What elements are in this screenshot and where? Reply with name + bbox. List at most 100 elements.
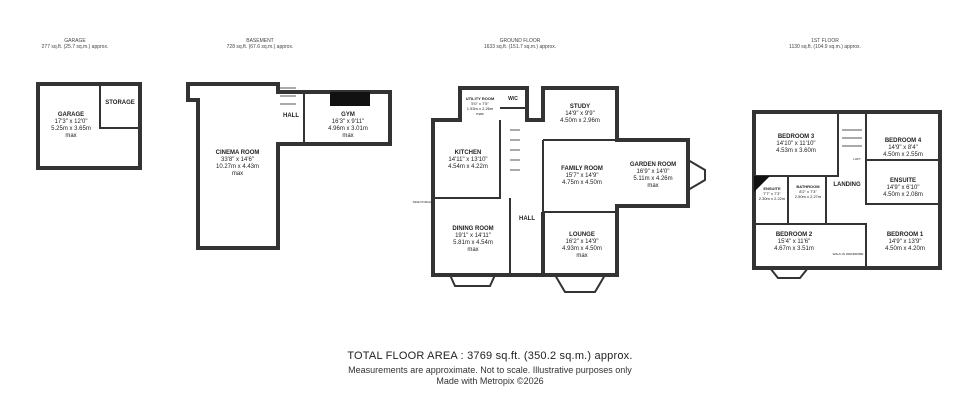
- floor-header-garage: GARAGE 277 sq.ft. (25.7 sq.m.) approx.: [30, 38, 120, 50]
- room-family: FAMILY ROOM 15'7" x 14'9" 4.75m x 4.50m: [552, 166, 612, 187]
- room-basement-hall: HALL: [280, 113, 302, 120]
- room-max: max: [576, 253, 588, 259]
- floor-title: GROUND FLOOR: [499, 38, 541, 44]
- room-max: max: [65, 133, 77, 139]
- garden-bay: [687, 159, 706, 191]
- floor-title: 1ST FLOOR: [811, 38, 839, 44]
- room-imperial: 15'7" x 14'9": [565, 173, 599, 179]
- room-metric: 4.50m x 2.55m: [883, 152, 923, 158]
- room-gym: GYM 16'3" x 9'11" 4.96m x 3.01m max: [320, 112, 376, 140]
- room-name: LANDING: [833, 182, 861, 188]
- room-name: GARDEN ROOM: [629, 162, 677, 168]
- room-bedroom-3: BEDROOM 3 14'10" x 11'10" 4.53m x 3.60m: [760, 134, 832, 155]
- garage-walls: [36, 82, 142, 170]
- room-name: KITCHEN: [454, 150, 482, 156]
- room-metric: 4.50m x 2.08m: [883, 192, 923, 198]
- room-name: BEDROOM 1: [886, 232, 924, 238]
- room-imperial: 16'3" x 9'11": [331, 119, 365, 125]
- room-imperial: 7'7" x 7'3": [763, 191, 781, 196]
- room-name: BEDROOM 2: [775, 232, 813, 238]
- room-imperial: 17'3" x 12'0": [54, 119, 88, 125]
- floor-area: 1633 sq.ft. (151.7 sq.m.) approx.: [483, 44, 557, 50]
- room-max: max: [467, 247, 479, 253]
- room-name: ENSUITE: [763, 186, 781, 191]
- floor-header-ground: GROUND FLOOR 1633 sq.ft. (151.7 sq.m.) a…: [470, 38, 570, 50]
- room-name: HALL: [519, 216, 535, 222]
- room-bathroom: BATHROOM 8'2" x 7'3" 2.50m x 2.27m: [790, 184, 826, 199]
- room-max: max: [231, 171, 244, 177]
- basement-hall-wall: [278, 92, 305, 145]
- ensuite-marker: [754, 176, 770, 192]
- room-metric: 4.53m x 3.60m: [776, 148, 816, 154]
- room-metric: 1.53m x 2.26m: [466, 106, 494, 111]
- room-loft: LOFT: [850, 156, 864, 163]
- dining-bay: [449, 274, 496, 287]
- room-dining: DINING ROOM 19'1" x 14'11" 5.81m x 4.54m…: [440, 226, 506, 254]
- room-garage: GARAGE 17'3" x 12'0" 5.25m x 3.65m max: [46, 112, 96, 140]
- room-name: BEDROOM 3: [777, 134, 815, 140]
- floor-title: BASEMENT: [246, 38, 274, 44]
- room-metric: 4.50m x 4.20m: [885, 246, 925, 252]
- room-name: DINING ROOM: [452, 226, 494, 232]
- room-name: BEDROOM 4: [884, 138, 922, 144]
- floor-area: 277 sq.ft. (25.7 sq.m.) approx.: [41, 44, 109, 50]
- room-metric: 2.30m x 2.22m: [758, 196, 786, 201]
- storage-wall: [99, 84, 140, 129]
- made-with-credit: Made with Metropix ©2026: [436, 376, 544, 386]
- room-imperial: 14'9" x 8'4": [888, 145, 918, 151]
- room-ensuite-right: ENSUITE 14'9" x 6'10" 4.50m x 2.08m: [870, 178, 936, 199]
- floor-header-basement: BASEMENT 728 sq.ft. (67.6 sq.m.) approx.: [215, 38, 305, 50]
- floor-header-first: 1ST FLOOR 1130 sq.ft. (104.9 sq.m.) appr…: [775, 38, 875, 50]
- room-metric: 4.67m x 3.51m: [774, 246, 814, 252]
- room-ground-hall: HALL: [514, 216, 540, 223]
- room-lounge: LOUNGE 16'2" x 14'9" 4.93m x 4.50m max: [552, 232, 612, 260]
- room-name: GYM: [341, 112, 355, 118]
- room-ensuite-left: ENSUITE 7'7" x 7'3" 2.30m x 2.22m: [756, 186, 788, 201]
- room-name: BATHROOM: [796, 184, 820, 189]
- room-metric: 5.81m x 4.54m: [453, 240, 493, 246]
- first-internal: [754, 112, 940, 268]
- room-imperial: 14'9" x 6'10": [886, 185, 920, 191]
- room-name: W/C: [508, 96, 518, 102]
- room-name: GARAGE: [57, 112, 85, 118]
- room-imperial: 8'2" x 7'3": [799, 189, 817, 194]
- room-study: STUDY 14'9" x 9'9" 4.50m x 2.96m: [552, 104, 608, 125]
- room-max: max: [647, 183, 659, 189]
- room-name: CINEMA ROOM: [215, 150, 260, 156]
- room-name: ENSUITE: [889, 178, 916, 184]
- room-metric: 10.27m x 4.43m: [215, 164, 260, 170]
- floor-area: 1130 sq.ft. (104.9 sq.m.) approx.: [789, 44, 861, 50]
- bed2-bay: [769, 267, 809, 279]
- room-metric: 4.93m x 4.50m: [562, 246, 602, 252]
- gym-equipment: [330, 92, 370, 106]
- room-name: STORAGE: [105, 100, 135, 106]
- room-imperial: 5'0" x 7'5": [471, 101, 489, 106]
- room-bedroom-2: BEDROOM 2 15'4" x 11'6" 4.67m x 3.51m: [762, 232, 826, 253]
- room-bedroom-4: BEDROOM 4 14'9" x 8'4" 4.50m x 2.55m: [870, 138, 936, 159]
- room-imperial: 15'4" x 11'6": [777, 239, 811, 245]
- room-metric: 5.25m x 3.65m: [51, 126, 91, 132]
- room-max: max: [476, 111, 484, 116]
- room-bedroom-1: BEDROOM 1 14'9" x 13'9" 4.50m x 4.20m: [874, 232, 936, 253]
- room-imperial: 14'11" x 13'10": [448, 157, 488, 163]
- room-landing: LANDING: [832, 182, 862, 189]
- room-porch: SIDE PORCH: [412, 200, 432, 204]
- room-name: FAMILY ROOM: [561, 166, 603, 172]
- room-metric: 2.50m x 2.27m: [794, 194, 822, 199]
- room-metric: 4.96m x 3.01m: [328, 126, 368, 132]
- room-utility: UTILITY ROOM 5'0" x 7'5" 1.53m x 2.26m m…: [460, 96, 500, 116]
- room-imperial: 14'9" x 9'9": [565, 111, 595, 117]
- ground-walls: [431, 86, 690, 277]
- room-cinema: CINEMA ROOM 33'8" x 14'6" 10.27m x 4.43m…: [205, 150, 270, 178]
- floor-title: GARAGE: [64, 38, 86, 44]
- room-name: HALL: [283, 113, 299, 119]
- room-storage: STORAGE: [102, 100, 138, 107]
- room-metric: 5.11m x 4.26m: [633, 176, 673, 182]
- room-name: SIDE PORCH: [412, 200, 432, 204]
- room-name: WALK-IN WARDROBE: [832, 252, 864, 256]
- first-walls: [752, 110, 942, 270]
- ground-internal: [433, 107, 617, 275]
- room-imperial: 16'2" x 14'9": [565, 239, 599, 245]
